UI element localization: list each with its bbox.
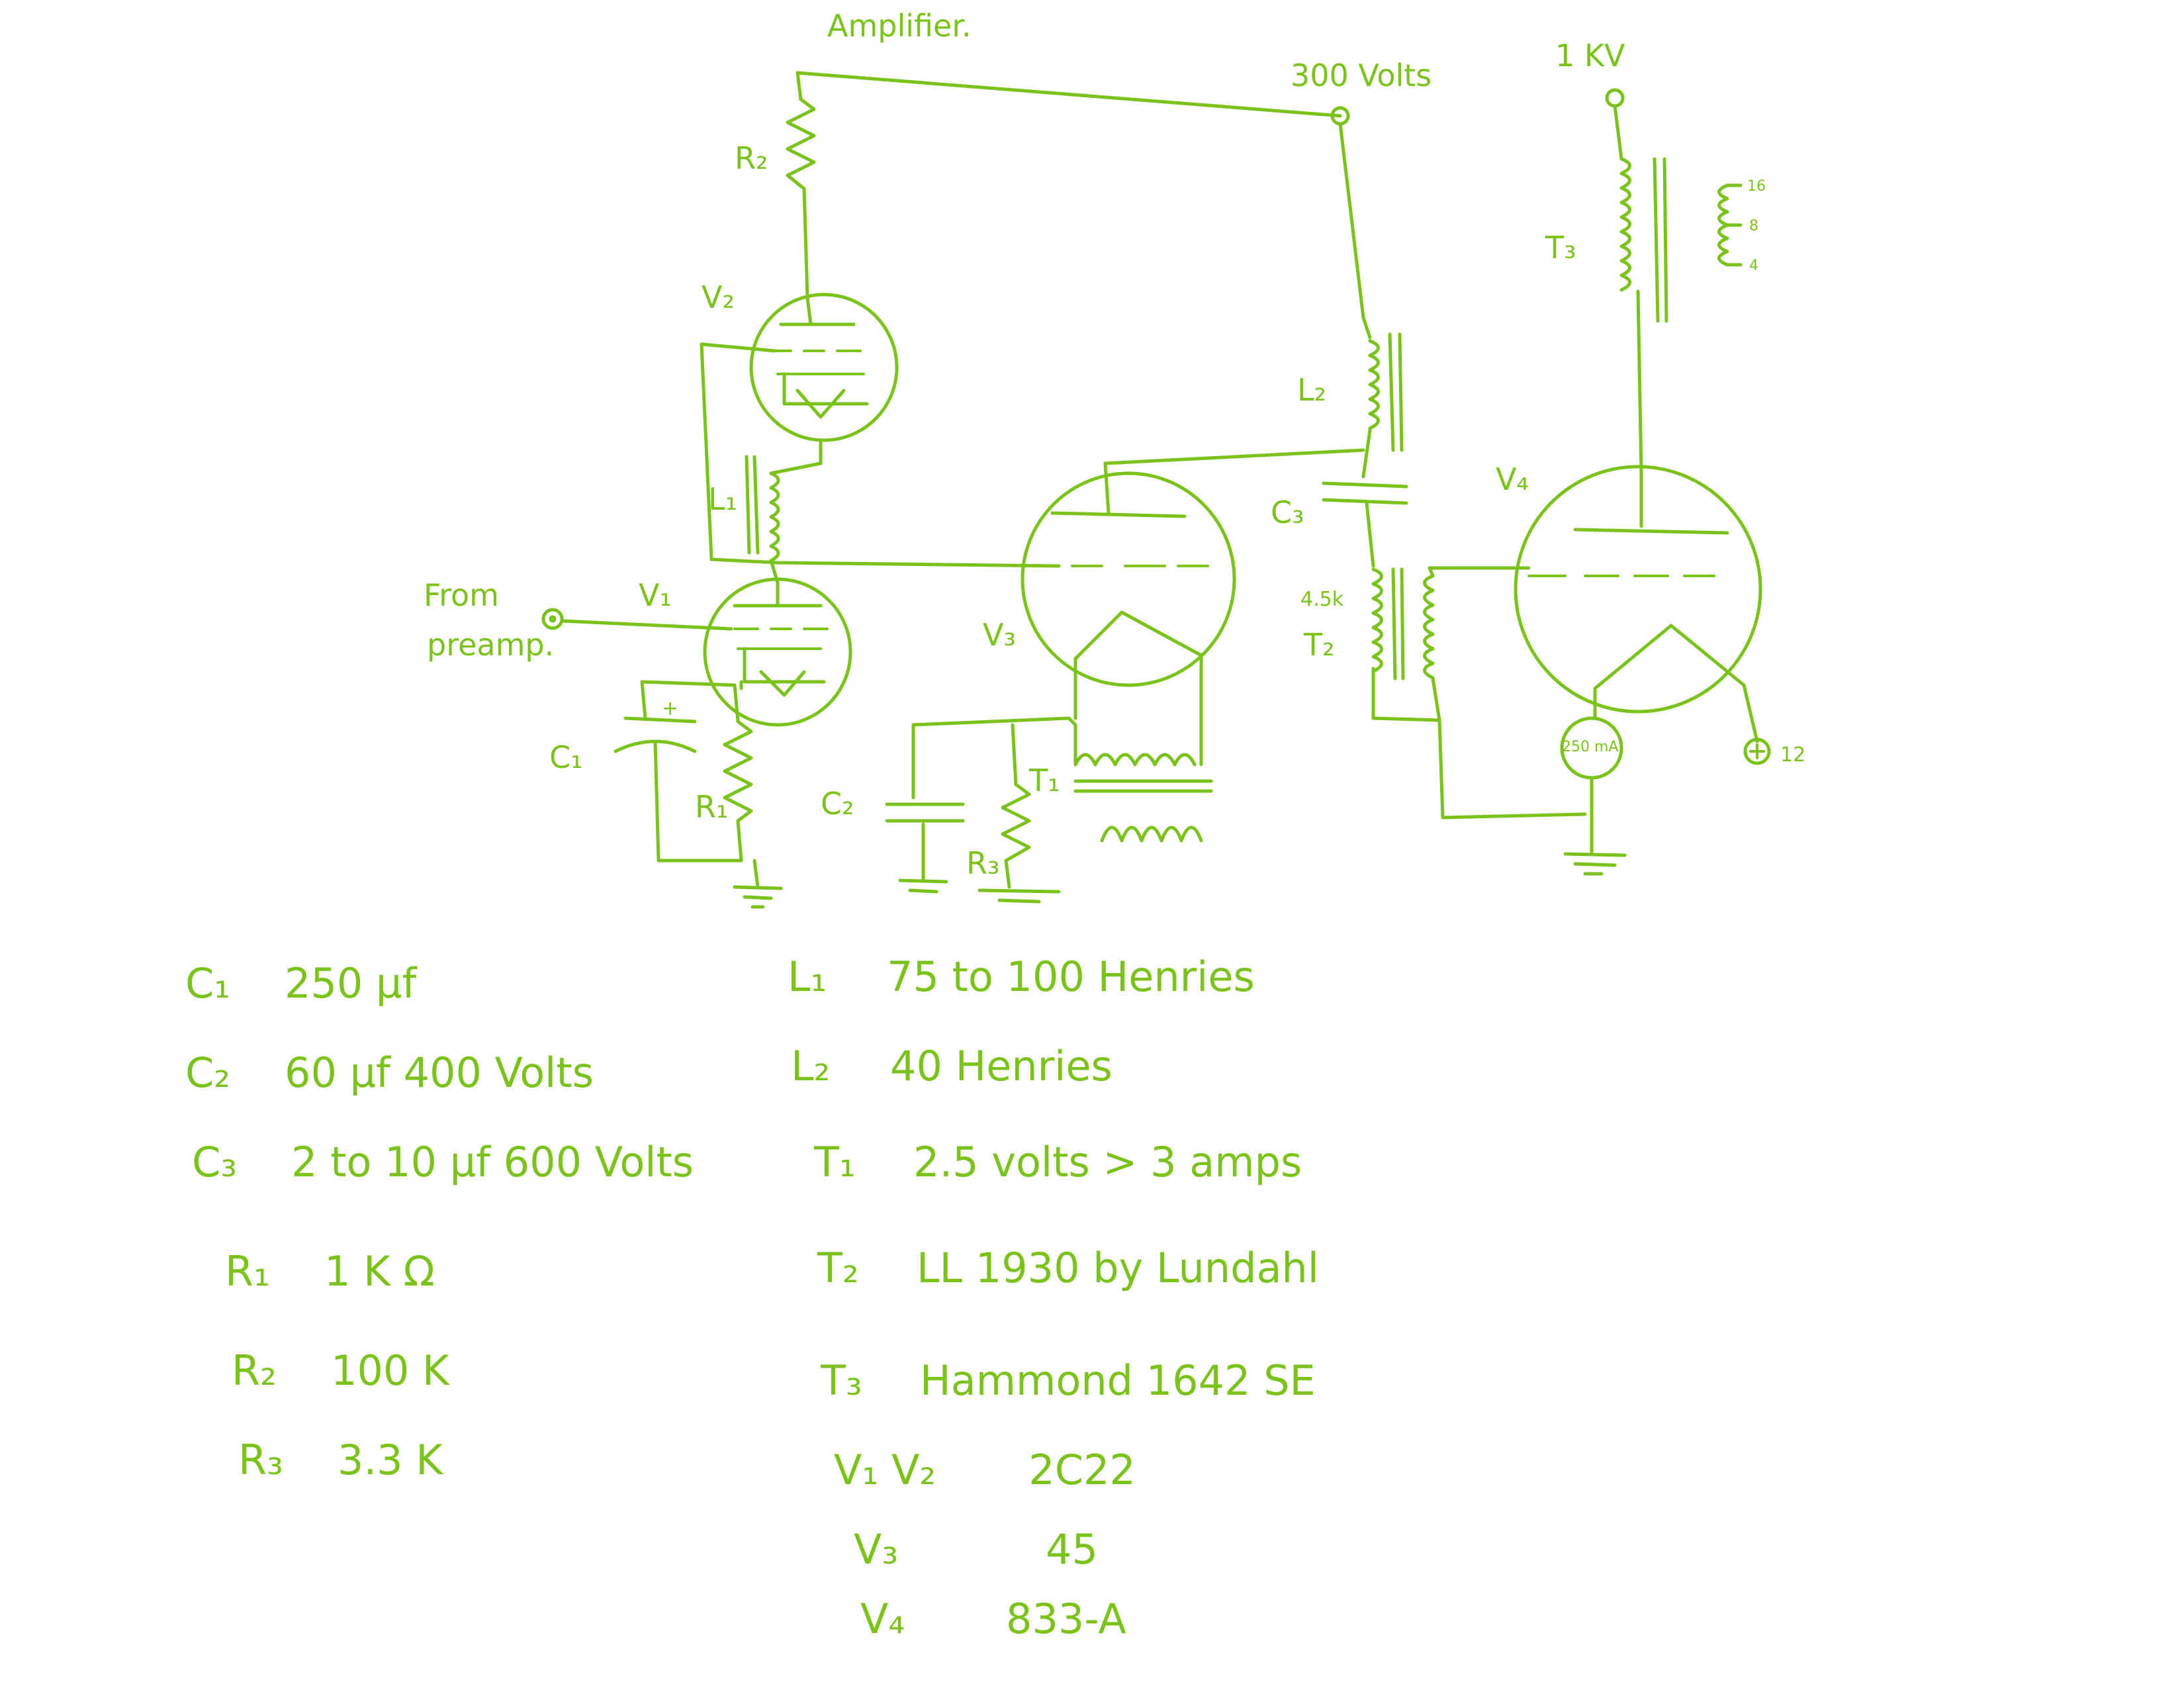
resistor-r2 [786, 71, 816, 300]
label-preamp: preamp. [427, 627, 554, 663]
label-v1: V₁ [639, 577, 672, 613]
meter-250ma [1560, 686, 1623, 856]
label-v2: V₂ [702, 279, 735, 315]
ground-c2 [898, 878, 948, 894]
ground-v1 [733, 859, 783, 909]
inductor-l1 [745, 455, 823, 585]
label-l1: L₁ [708, 481, 737, 517]
supply-300v-label: 300 Volts [1291, 58, 1432, 93]
resistor-r1 [723, 683, 753, 863]
supply-1kv-terminal [1605, 88, 1625, 161]
label-t2: T₂ [1303, 627, 1335, 663]
transformer-t2 [1371, 566, 1531, 722]
wire-v3-cathode [911, 716, 1071, 800]
wire-t2-return [1437, 718, 1587, 820]
wire-v2-grid [700, 342, 776, 561]
transformer-t1 [1067, 716, 1213, 843]
ground-v4 [1563, 852, 1627, 876]
diagram-title: Amplifier. [827, 8, 972, 44]
inductor-l2 [1361, 316, 1404, 479]
label-tap-4: 4 [1749, 258, 1758, 274]
label-t1: T₁ [1028, 763, 1060, 798]
label-tap-16: 16 [1747, 178, 1766, 195]
label-meter: 250 mA [1562, 739, 1618, 755]
tube-v1 [703, 577, 852, 727]
filament-12v-terminal [1742, 683, 1771, 765]
capacitor-c2 [885, 802, 965, 882]
supply-300v-wire [796, 71, 1365, 320]
label-r3: R₃ [966, 845, 999, 881]
wire-v3-plate [1103, 448, 1365, 465]
capacitor-c1 [614, 680, 743, 863]
ground-r3 [978, 888, 1061, 904]
label-r2: R₂ [735, 140, 768, 176]
label-from: From [424, 577, 499, 613]
label-c1-plus: + [662, 697, 678, 720]
transformer-t3 [1619, 157, 1743, 475]
tube-v2 [749, 293, 899, 465]
tube-v3 [1021, 461, 1236, 687]
label-plus12: 12 [1780, 743, 1805, 767]
label-c3: C₃ [1271, 494, 1304, 530]
label-t3: T₃ [1545, 230, 1576, 265]
label-r1: R₁ [695, 789, 728, 825]
label-t2-impedance: 4.5k [1300, 588, 1344, 611]
resistor-r3 [1001, 723, 1031, 889]
capacitor-c3 [1322, 481, 1408, 568]
label-c2: C₂ [821, 786, 854, 821]
tube-v4 [1514, 465, 1762, 714]
label-v3: V₃ [983, 617, 1016, 653]
label-v4: V₄ [1496, 461, 1529, 497]
supply-1kv-label: 1 KV [1555, 38, 1625, 73]
input-terminal [541, 608, 733, 631]
label-l2: L₂ [1297, 372, 1326, 408]
label-tap-8: 8 [1749, 218, 1758, 234]
wire-v1-plate-bus [709, 557, 1061, 568]
label-c1: C₁ [549, 739, 583, 775]
